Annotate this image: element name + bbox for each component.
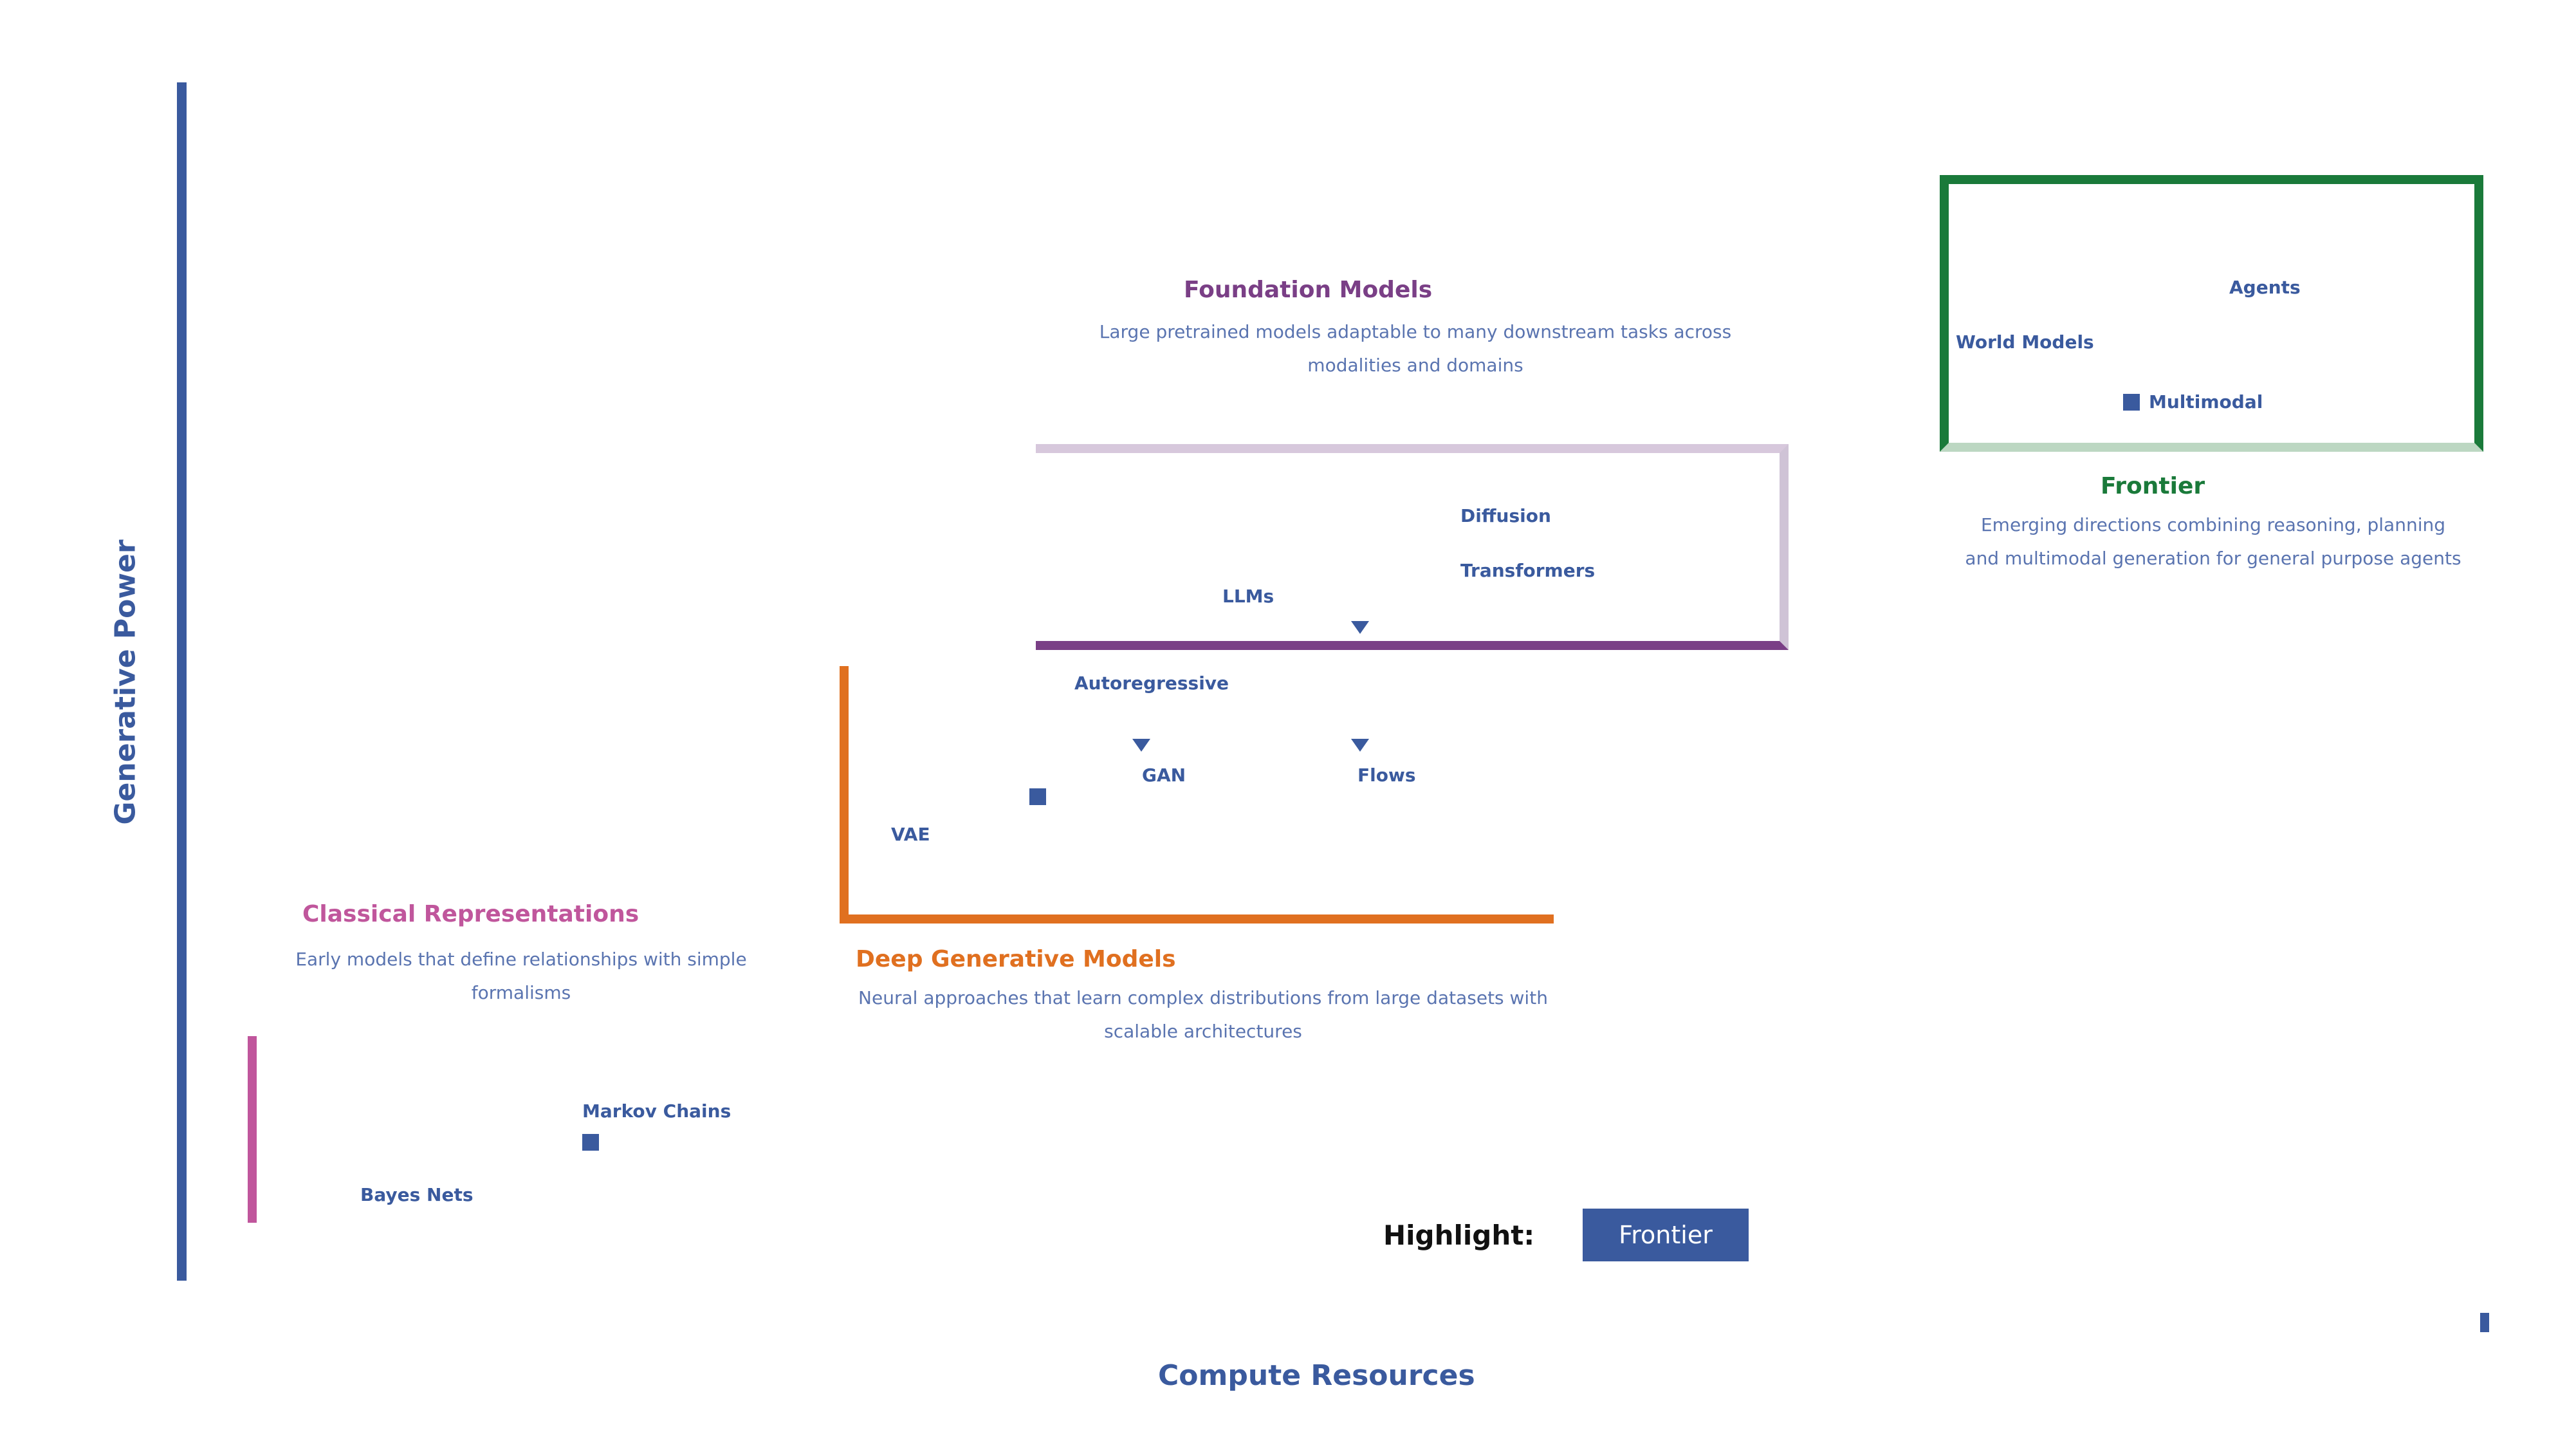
purple-item-diffusion: Diffusion bbox=[1460, 505, 1551, 526]
purple-group-heading: Foundation Models bbox=[1184, 277, 1433, 303]
green-item-multimodal-marker bbox=[2123, 394, 2140, 411]
orange-item-gan-marker bbox=[1132, 739, 1150, 752]
y-axis-line bbox=[177, 82, 187, 1281]
green-group-box[interactable] bbox=[1940, 175, 2483, 452]
y-axis-label: Generative Power bbox=[109, 539, 142, 825]
orange-group-description: Neural approaches that learn complex dis… bbox=[858, 987, 1548, 1042]
purple-item-transformers: Transformers bbox=[1460, 560, 1596, 581]
pink-item-markov-chains: Markov Chains bbox=[582, 1100, 731, 1122]
green-item-multimodal: Multimodal bbox=[2149, 391, 2263, 413]
pink-item-marker bbox=[582, 1134, 599, 1151]
orange-item-gan: GAN bbox=[1142, 765, 1186, 786]
pink-item-bayes-nets: Bayes Nets bbox=[360, 1184, 474, 1205]
orange-item-vae-marker bbox=[1029, 788, 1046, 805]
orange-item-vae: VAE bbox=[891, 824, 930, 845]
orange-item-autoregressive: Autoregressive bbox=[1074, 673, 1229, 694]
pink-group-heading: Classical Representations bbox=[302, 901, 639, 927]
green-group-description: Emerging directions combining reasoning,… bbox=[1965, 514, 2461, 569]
purple-group-box[interactable] bbox=[1036, 444, 1789, 650]
purple-group-description: Large pretrained models adaptable to man… bbox=[1099, 321, 1732, 376]
green-group-heading: Frontier bbox=[2101, 473, 2205, 499]
highlight-label: Highlight: bbox=[1383, 1220, 1535, 1251]
x-axis-end-tick bbox=[2480, 1313, 2489, 1332]
green-item-world-models: World Models bbox=[1956, 331, 2094, 353]
highlight-button[interactable]: Frontier bbox=[1583, 1209, 1749, 1261]
orange-group-box[interactable] bbox=[840, 666, 1554, 924]
orange-group-heading: Deep Generative Models bbox=[856, 946, 1176, 972]
green-item-agents: Agents bbox=[2229, 277, 2301, 298]
orange-item-flows-marker bbox=[1351, 739, 1369, 752]
pink-group-description: Early models that define relationships w… bbox=[295, 949, 747, 1003]
orange-item-flows: Flows bbox=[1357, 765, 1416, 786]
pink-group-box[interactable] bbox=[248, 1036, 788, 1223]
x-axis-label: Compute Resources bbox=[1158, 1359, 1475, 1392]
purple-item-llms: LLMs bbox=[1222, 586, 1274, 607]
purple-item-llms-marker bbox=[1351, 621, 1369, 634]
